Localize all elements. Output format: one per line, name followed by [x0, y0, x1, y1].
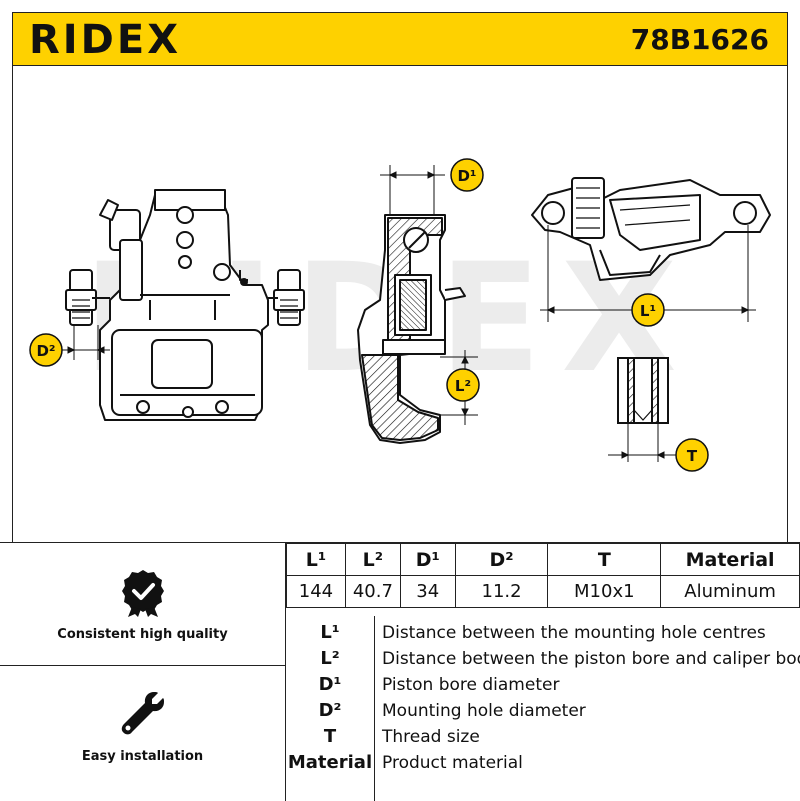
spec-header-row: L¹ L² D¹ D² T Material [286, 543, 800, 576]
dim-label-d2-badge [29, 333, 63, 367]
spec-header-material: Material [660, 543, 800, 576]
dimension-d1 [380, 165, 445, 215]
legend-symbol: L¹ [320, 622, 340, 643]
spec-value-d2: 11.2 [454, 575, 549, 608]
legend-description: Distance between the piston bore and cal… [382, 649, 800, 669]
spec-header-l2: L² [344, 543, 401, 576]
caliper-technical-drawing: RIDEX [29, 158, 771, 472]
spec-header-d2: D² [454, 543, 549, 576]
legend-symbol: L² [320, 648, 340, 669]
spec-header-t: T [547, 543, 662, 576]
spec-header-l1: L¹ [286, 543, 346, 576]
legend-item: L¹ Distance between the mounting hole ce… [286, 620, 800, 646]
dimension-t [608, 423, 678, 462]
legend-symbol: T [323, 726, 337, 747]
caliper-top-view [531, 177, 771, 281]
thread-detail-view [617, 357, 669, 424]
legend-symbol: D² [318, 700, 342, 721]
caliper-front-view [65, 189, 305, 421]
dim-label-l1: L¹ [640, 302, 656, 320]
dimension-l1 [540, 225, 756, 322]
spec-header-d1: D¹ [399, 543, 456, 576]
section-divider [285, 543, 286, 801]
legend-description: Thread size [382, 727, 480, 747]
legend-description: Distance between the mounting hole centr… [382, 623, 766, 643]
technical-drawing-frame [12, 66, 788, 542]
legend-description: Mounting hole diameter [382, 701, 586, 721]
dim-label-l1-badge [631, 293, 665, 327]
legend-description: Piston bore diameter [382, 675, 560, 695]
dim-label-d2: D² [36, 342, 55, 360]
feature-easy-installation: Easy installation [0, 666, 285, 801]
dim-label-t: T [687, 447, 698, 465]
dim-label-l2: L² [455, 377, 471, 395]
wrench-icon [121, 692, 164, 735]
part-number: 78B1626 [630, 23, 769, 56]
feature-quality-label: Consistent high quality [57, 627, 228, 642]
spec-value-l1: 144 [286, 575, 346, 608]
spec-values-table: L¹ L² D¹ D² T Material 144 40.7 34 11.2 … [286, 543, 800, 608]
legend-divider [374, 616, 375, 801]
header-bar: RIDEX 78B1626 [12, 12, 788, 66]
specifications-section: Consistent high quality Easy installatio… [0, 542, 800, 801]
legend-description: Product material [382, 753, 523, 773]
dim-label-d1: D¹ [457, 167, 476, 185]
dim-label-l2-badge [446, 368, 480, 402]
dim-label-d1-badge [450, 158, 484, 192]
spec-value-d1: 34 [399, 575, 456, 608]
spec-value-row: 144 40.7 34 11.2 M10x1 Aluminum [286, 575, 800, 608]
feature-install-label: Easy installation [81, 749, 204, 764]
legend-item: L² Distance between the piston bore and … [286, 646, 800, 672]
spec-value-l2: 40.7 [344, 575, 401, 608]
spec-value-t: M10x1 [547, 575, 662, 608]
legend-item: T Thread size [286, 724, 800, 750]
legend-symbol: D¹ [318, 674, 342, 695]
legend-item: D² Mounting hole diameter [286, 698, 800, 724]
spec-value-material: Aluminum [660, 575, 800, 608]
caliper-section-view [357, 214, 466, 444]
dim-label-t-badge [675, 438, 709, 472]
legend-item: D¹ Piston bore diameter [286, 672, 800, 698]
legend-symbol: Material [287, 752, 373, 773]
dimension-d2 [62, 325, 110, 360]
quality-badge-icon [122, 570, 164, 617]
feature-consistent-quality: Consistent high quality [0, 543, 285, 666]
legend-item: Material Product material [286, 750, 800, 776]
brand-logo: RIDEX [29, 17, 182, 63]
